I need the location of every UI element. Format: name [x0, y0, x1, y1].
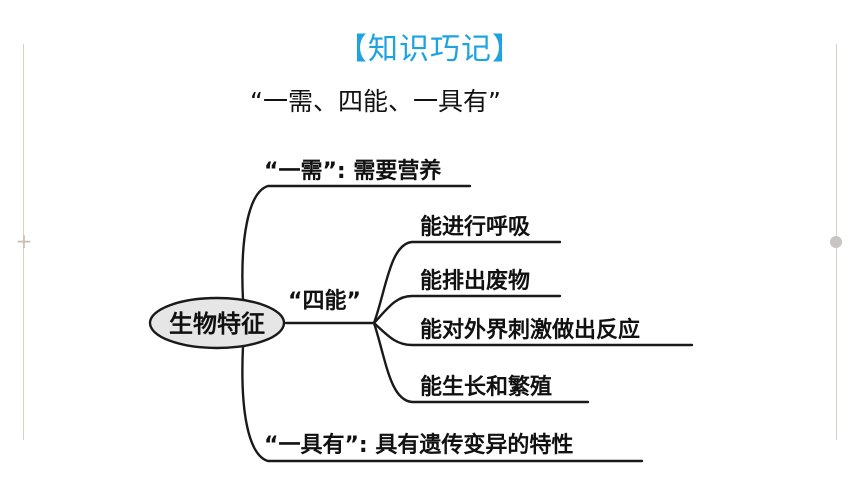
page-title: 【知识巧记】 [337, 32, 523, 67]
connector-four-item-2 [372, 294, 562, 325]
page-subtitle: “一需、四能、一具有” [250, 87, 501, 116]
circle-dot-icon [830, 236, 842, 248]
connector-have [241, 344, 644, 463]
root-node [148, 296, 286, 350]
branch-have-label: “一具有”: 具有遗传变异的特性 [264, 432, 573, 458]
connector-need [241, 184, 472, 302]
plus-icon: + [15, 229, 33, 253]
four-item-label: 能排出废物 [420, 268, 530, 294]
branch-need-label: “一需”: 需要营养 [264, 158, 441, 184]
four-item-label: 能对外界刺激做出反应 [420, 317, 640, 343]
left-guide-line [23, 44, 24, 440]
branch-four-label: “四能” [288, 288, 361, 314]
four-item-label: 能生长和繁殖 [420, 374, 552, 400]
connector-four-item-3 [372, 321, 694, 347]
connector-four-item-1 [372, 240, 562, 325]
root-label: 生物特征 [169, 310, 265, 338]
four-item-label: 能进行呼吸 [420, 214, 531, 240]
connector-four-item-4 [372, 321, 590, 404]
